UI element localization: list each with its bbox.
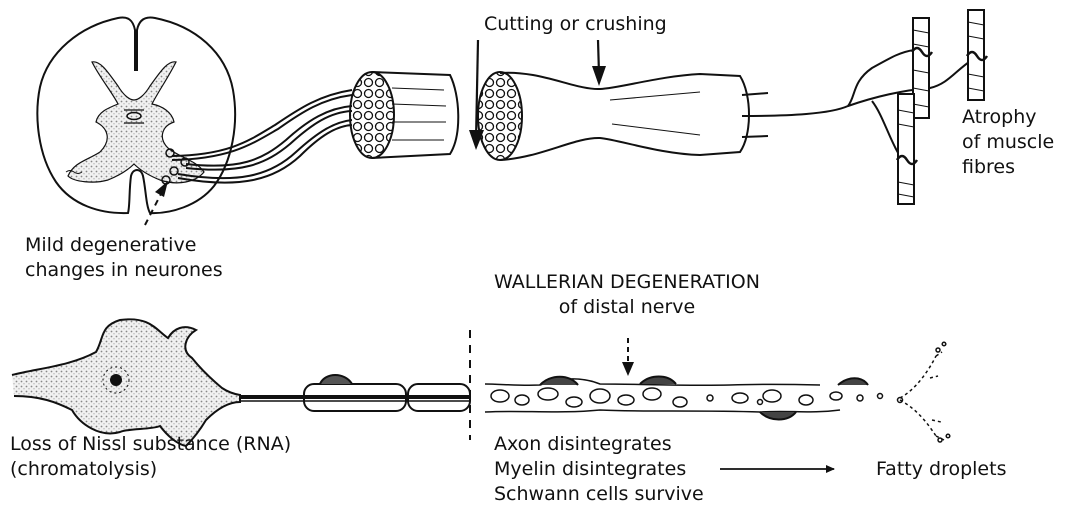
- nissl-label-line2: (chromatolysis): [10, 457, 157, 482]
- nissl-label-line1: Loss of Nissl substance (RNA): [10, 432, 291, 457]
- schwann-label: Schwann cells survive: [494, 482, 704, 507]
- proximal-axon: [240, 375, 470, 411]
- atrophy-label-line2: of muscle: [962, 130, 1054, 155]
- neurone-change-label-line1: Mild degenerative: [25, 233, 196, 258]
- wallerian-label-line1: WALLERIAN DEGENERATION: [482, 270, 772, 295]
- atrophy-label-line3: fibres: [962, 155, 1015, 180]
- nerve-branches: [742, 50, 972, 168]
- myelin-label: Myelin disintegrates: [494, 457, 686, 482]
- spinal-cord-section: [37, 18, 235, 214]
- proximal-nerve-stump: [350, 72, 458, 158]
- distal-nerve-segment: [478, 72, 768, 160]
- wallerian-label-line2: of distal nerve: [482, 295, 772, 320]
- neurone-change-label-line2: changes in neurones: [25, 258, 223, 283]
- degenerating-distal-fibre: [485, 342, 950, 442]
- atrophy-label-line1: Atrophy: [962, 105, 1036, 130]
- axon-label: Axon disintegrates: [494, 432, 672, 457]
- injury-label: Cutting or crushing: [484, 12, 667, 37]
- fatty-droplets-label: Fatty droplets: [876, 457, 1006, 482]
- wallerian-pointer-arrow: [622, 338, 634, 376]
- neurone-cell-body: [12, 319, 240, 446]
